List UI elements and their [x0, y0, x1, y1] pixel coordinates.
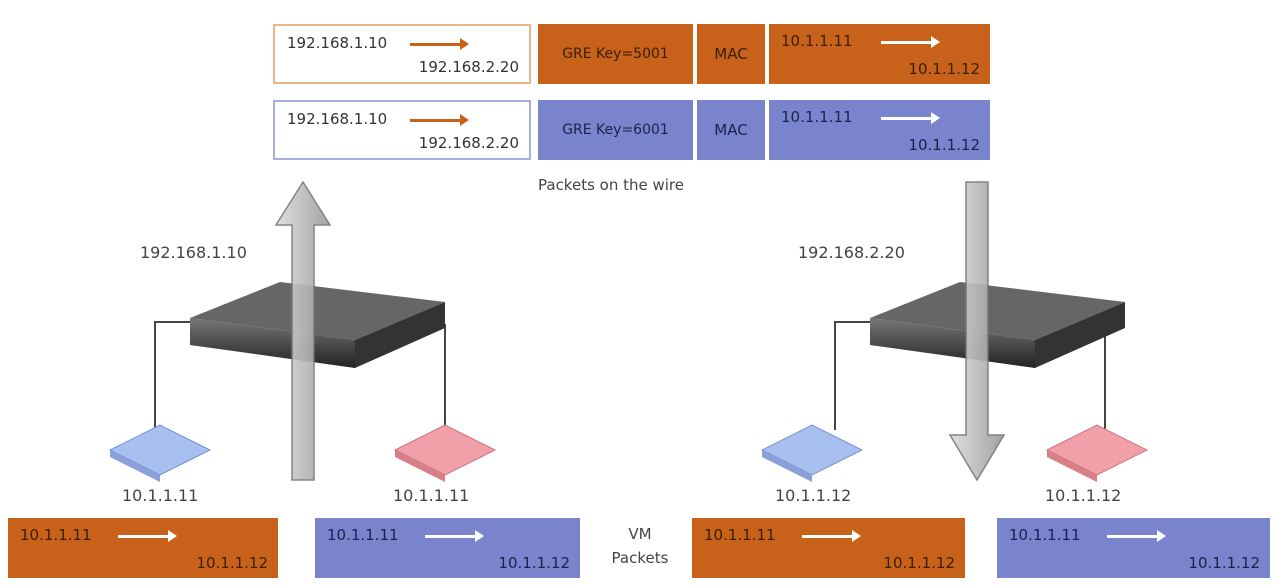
right-host-ip: 192.168.2.20: [798, 243, 905, 262]
vm-packet: 10.1.1.11 10.1.1.12: [997, 518, 1270, 578]
up-arrow: [274, 180, 332, 481]
vm-ip-label: 10.1.1.12: [775, 486, 852, 505]
left-switch: [190, 282, 445, 368]
left-host-ip: 192.168.1.10: [140, 243, 247, 262]
arrow-icon: [802, 530, 861, 542]
gre-key-field: GRE Key=6001: [538, 100, 693, 160]
gre-key-field: GRE Key=5001: [538, 24, 693, 84]
arrow-icon: [1107, 530, 1166, 542]
arrow-icon: [881, 36, 940, 48]
arrow-icon: [881, 112, 940, 124]
arrow-icon: [425, 530, 484, 542]
right-switch: [870, 282, 1125, 368]
vm-packet: 10.1.1.11 10.1.1.12: [692, 518, 965, 578]
vm-ip-label: 10.1.1.11: [393, 486, 470, 505]
vm-icons: [108, 424, 1149, 482]
arrow-icon: [410, 38, 469, 50]
vm-ip-label: 10.1.1.11: [122, 486, 199, 505]
vm-ip-label: 10.1.1.12: [1045, 486, 1122, 505]
vm-packets-caption: VM Packets: [611, 525, 669, 567]
outer-ip-header: 192.168.1.10 192.168.2.20: [273, 100, 531, 160]
inner-ip-header: 10.1.1.11 10.1.1.12: [769, 24, 990, 84]
mac-field: MAC: [697, 100, 765, 160]
down-arrow: [948, 181, 1006, 482]
arrow-icon: [410, 114, 469, 126]
wire-caption: Packets on the wire: [538, 176, 684, 194]
vm-packet: 10.1.1.11 10.1.1.12: [315, 518, 580, 578]
inner-ip-header: 10.1.1.11 10.1.1.12: [769, 100, 990, 160]
outer-ip-header: 192.168.1.10 192.168.2.20: [273, 24, 531, 84]
vm-packet: 10.1.1.11 10.1.1.12: [8, 518, 278, 578]
mac-field: MAC: [697, 24, 765, 84]
arrow-icon: [118, 530, 177, 542]
